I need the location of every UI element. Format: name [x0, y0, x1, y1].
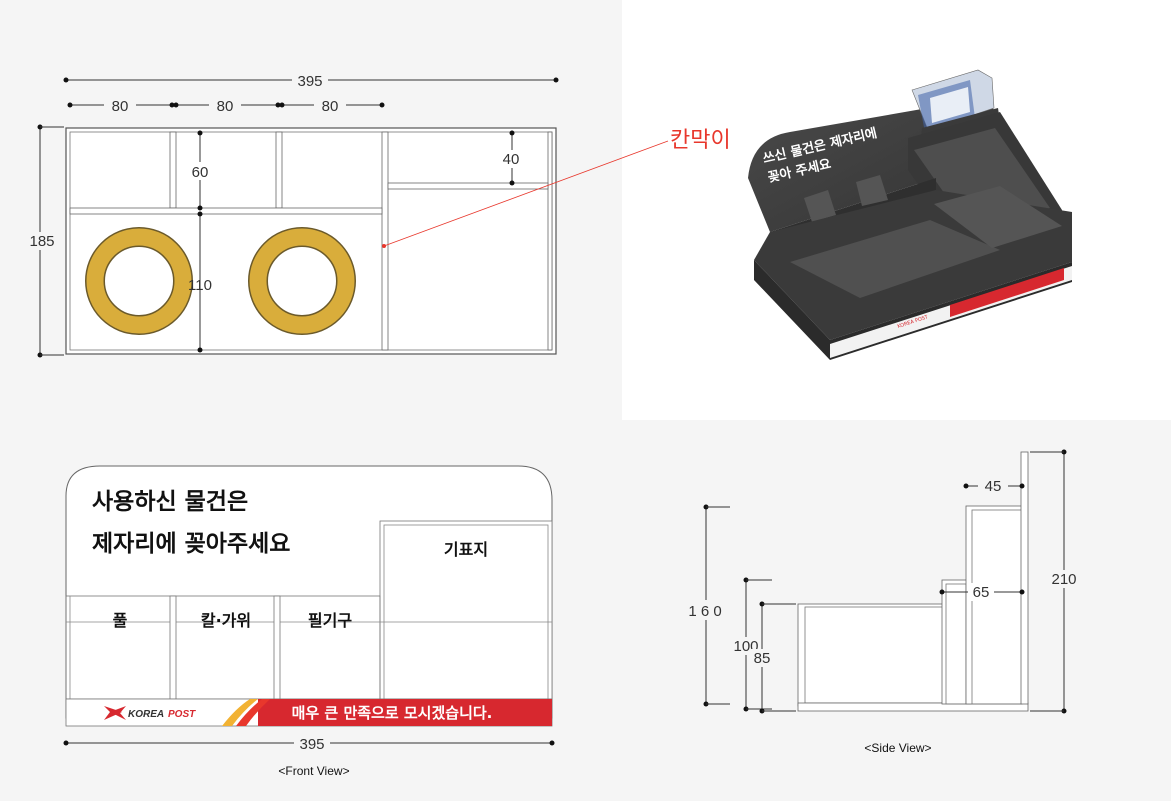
dim-col-1: 80	[112, 98, 129, 115]
front-caption: <Front View>	[278, 764, 349, 778]
front-title-line-2: 제자리에 꽂아주세요	[92, 531, 290, 557]
dim-col-3: 80	[322, 98, 339, 115]
front-slot-3: 필기구	[308, 611, 352, 630]
side-height-85: 85	[754, 650, 771, 667]
front-slogan: 매우 큰 만족으로 모시겠습니다.	[292, 704, 493, 722]
front-slot-1: 풀	[113, 611, 128, 630]
side-total-height: 210	[1051, 571, 1076, 588]
render-3d: KOREA POST 쓰신 물건은 제자리에 꽂아 주세요	[748, 69, 1072, 360]
dim-overall-width: 395	[297, 73, 322, 90]
side-view: 45 65 210 1 6 0 100 85 <Side View>	[682, 449, 1082, 755]
front-title-line-1: 사용하신 물건은	[92, 489, 248, 515]
callout-line	[383, 140, 669, 247]
side-top-width: 45	[985, 478, 1002, 495]
ring-left	[86, 228, 192, 334]
korea-post-logo-icon: KOREA POST	[104, 706, 196, 720]
front-pocket-label: 기표지	[444, 540, 488, 559]
side-caption: <Side View>	[864, 741, 931, 755]
dim-upper-height: 60	[192, 164, 209, 181]
dim-col-2: 80	[217, 98, 234, 115]
brand-korea: KOREA	[128, 709, 164, 720]
side-mid-width: 65	[973, 584, 990, 601]
front-width-dim: 395	[299, 736, 324, 753]
top-view: 395 80 80 80 185	[26, 72, 731, 358]
callout-label: 칸막이	[670, 128, 731, 153]
dim-lower-height: 110	[188, 277, 212, 294]
dim-overall-height: 185	[29, 233, 54, 250]
dim-right-upper: 40	[503, 151, 520, 168]
front-view: 사용하신 물건은 제자리에 꽂아주세요 기표지 풀 칼·가위 필기구 KOREA…	[63, 465, 555, 778]
front-red-band	[258, 699, 552, 726]
side-height-160: 1 6 0	[688, 603, 721, 620]
front-slot-2: 칼·가위	[201, 611, 251, 630]
ring-right	[249, 228, 355, 334]
brand-post: POST	[168, 709, 196, 720]
